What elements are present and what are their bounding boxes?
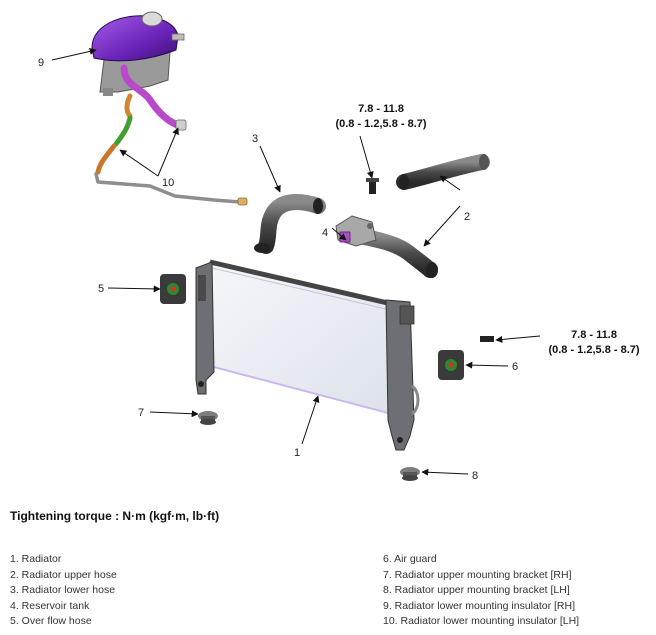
legend-item: 7. Radiator upper mounting bracket [RH]: [383, 568, 572, 581]
callout-9: 9: [38, 57, 44, 69]
leader-lines: [51, 47, 541, 476]
tightening-torque-heading: Tightening torque : N·m (kgf·m, lb·ft): [10, 509, 220, 523]
reservoir-tank: [91, 11, 185, 96]
mounting-bolt-side: [480, 336, 494, 342]
torque-detail-upper: (0.8 - 1.2,5.8 - 8.7): [335, 118, 426, 130]
callout-6: 6: [512, 361, 518, 373]
callout-1: 1: [294, 447, 300, 459]
reservoir-lower-hoses: [94, 93, 248, 206]
legend-item: 3. Radiator lower hose: [10, 584, 116, 596]
upper-mounting-bracket-lh: [438, 350, 464, 380]
legend-item: 10. Radiator lower mounting insulator [L…: [383, 615, 580, 627]
legend-item: 9. Radiator lower mounting insulator [RH…: [383, 599, 576, 612]
parts-legend-left: 1. Radiator 2. Radiator upper hose 3. Ra…: [10, 552, 117, 630]
callout-7: 7: [138, 407, 144, 419]
callout-4: 4: [322, 227, 328, 239]
hose-fitting: [335, 215, 377, 247]
radiator-upper-hose: [352, 154, 490, 278]
upper-mounting-bracket-rh: [160, 274, 186, 304]
legend-item: 6. Air guard: [383, 553, 437, 565]
callout-3: 3: [252, 133, 258, 145]
torque-value-side: 7.8 - 11.8: [571, 329, 617, 341]
callout-2: 2: [464, 211, 470, 223]
callout-10: 10: [162, 177, 174, 189]
callout-8: 8: [472, 470, 478, 482]
legend-item: 5. Over flow hose: [10, 615, 92, 627]
lower-mounting-insulator-lh: [400, 467, 420, 481]
radiator-lower-hose: [254, 194, 326, 254]
radiator: [195, 259, 420, 451]
legend-item: 8. Radiator upper mounting bracket [LH]: [383, 584, 570, 596]
cooling-system-diagram: 9 10 3 2 4 5 6 7 1 8 7.8 - 11.8 (0.8 - 1…: [38, 11, 640, 482]
legend-item: 4. Reservoir tank: [10, 599, 90, 612]
torque-detail-side: (0.8 - 1.2,5.8 - 8.7): [548, 344, 639, 356]
parts-legend-right: 6. Air guard 7. Radiator upper mounting …: [383, 552, 579, 630]
torque-value-upper: 7.8 - 11.8: [358, 103, 404, 115]
legend-item: 1. Radiator: [10, 553, 62, 565]
callout-5: 5: [98, 283, 104, 295]
lower-mounting-insulator-rh: [198, 411, 218, 425]
legend-item: 2. Radiator upper hose: [10, 568, 117, 581]
mounting-bolt-upper: [366, 178, 379, 194]
